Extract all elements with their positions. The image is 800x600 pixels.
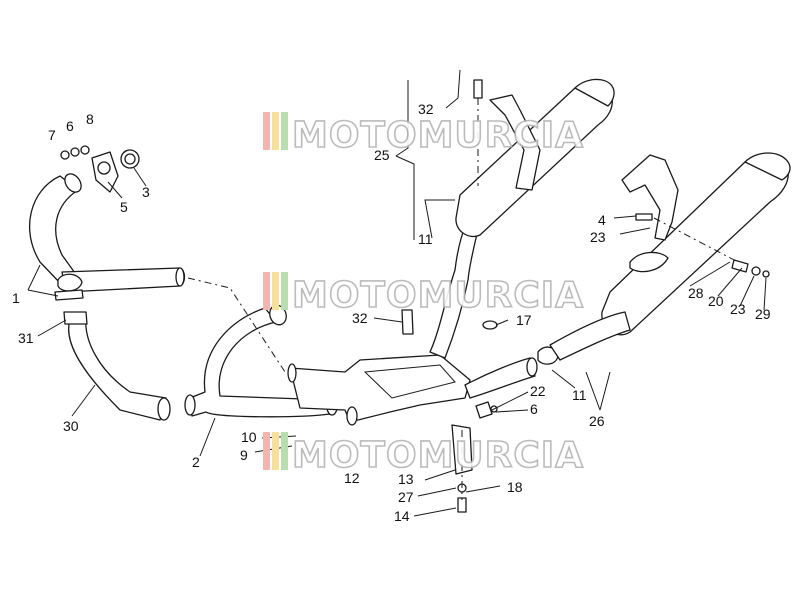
header-pipe-left bbox=[28, 173, 186, 301]
callout-23: 23 bbox=[590, 229, 606, 245]
flange-gasket bbox=[91, 149, 140, 193]
leader-lines bbox=[27, 69, 767, 517]
callout-2: 2 bbox=[192, 454, 200, 470]
callout-26: 26 bbox=[589, 413, 605, 429]
callout-7: 7 bbox=[48, 127, 56, 143]
svg-text:MOTOMURCIA: MOTOMURCIA bbox=[292, 115, 584, 156]
callout-11: 11 bbox=[418, 231, 433, 247]
callout-29: 29 bbox=[755, 306, 771, 322]
callout-4: 4 bbox=[598, 212, 606, 228]
callout-labels: 1 2 3 4 5 6 6 7 8 9 10 11 11 12 13 14 17… bbox=[12, 101, 771, 524]
callout-3: 3 bbox=[142, 184, 150, 200]
watermark-bottom: MOTOMURCIA bbox=[263, 432, 584, 477]
sensor-32 bbox=[401, 309, 498, 335]
fasteners-right bbox=[635, 213, 770, 278]
callout-32: 32 bbox=[418, 101, 434, 117]
bolts-22-6 bbox=[475, 401, 498, 419]
callout-25: 25 bbox=[374, 147, 390, 163]
collector-box bbox=[287, 214, 538, 426]
callout-17: 17 bbox=[516, 312, 532, 328]
svg-text:MOTOMURCIA: MOTOMURCIA bbox=[292, 275, 584, 316]
silencer-left bbox=[455, 78, 615, 238]
callout-30: 30 bbox=[63, 418, 79, 434]
callout-11: 11 bbox=[572, 387, 587, 403]
link-pipe-30 bbox=[63, 311, 171, 421]
svg-text:MOTOMURCIA: MOTOMURCIA bbox=[292, 435, 584, 476]
callout-6: 6 bbox=[530, 401, 538, 417]
callout-14: 14 bbox=[394, 508, 410, 524]
callout-31: 31 bbox=[18, 330, 34, 346]
watermark-middle: MOTOMURCIA bbox=[263, 272, 584, 317]
callout-23: 23 bbox=[730, 301, 746, 317]
callout-1: 1 bbox=[12, 290, 20, 306]
callout-32: 32 bbox=[352, 310, 368, 326]
silencer-right bbox=[549, 152, 791, 361]
callout-28: 28 bbox=[688, 285, 704, 301]
nuts-washers bbox=[60, 145, 90, 160]
callout-6: 6 bbox=[66, 118, 74, 134]
callout-20: 20 bbox=[708, 293, 724, 309]
watermark-top: MOTOMURCIA bbox=[263, 112, 584, 157]
callout-22: 22 bbox=[530, 383, 546, 399]
callout-5: 5 bbox=[120, 199, 128, 215]
callout-18: 18 bbox=[507, 479, 523, 495]
assembly-lines bbox=[187, 98, 739, 500]
callout-8: 8 bbox=[86, 111, 94, 127]
callout-13: 13 bbox=[398, 471, 414, 487]
callout-9: 9 bbox=[240, 447, 248, 463]
callout-27: 27 bbox=[398, 489, 414, 505]
callout-12: 12 bbox=[344, 470, 360, 486]
callout-10: 10 bbox=[241, 429, 257, 445]
